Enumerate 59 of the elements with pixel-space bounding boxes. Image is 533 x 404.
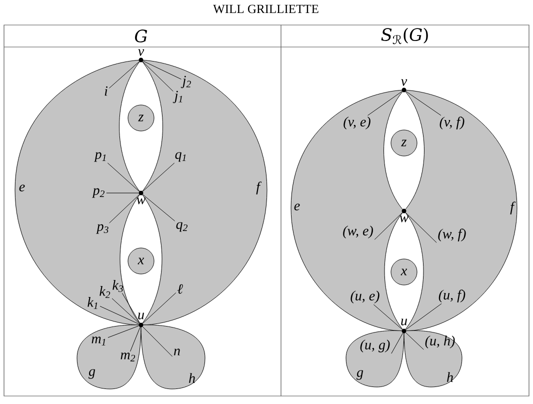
- text-label: q$_{1}$: [175, 152, 186, 162]
- line: [142, 194, 176, 222]
- node-label: w: [400, 216, 409, 222]
- text-label: i: [104, 86, 108, 96]
- line: [391, 332, 404, 354]
- line: [142, 326, 173, 357]
- text-label: k$_{1}$: [88, 297, 98, 309]
- circle-node: z: [128, 104, 154, 132]
- column-header: G: [135, 30, 148, 42]
- text-label: m$_{1}$: [92, 336, 106, 346]
- text-label: (u, g): [360, 340, 390, 352]
- circle-node: x: [128, 248, 154, 274]
- line: [130, 327, 140, 352]
- line: [107, 162, 140, 192]
- line: [142, 162, 175, 192]
- line: [142, 60, 182, 80]
- circle-node: x: [390, 258, 418, 286]
- line: [106, 192, 139, 194]
- text-label: n: [174, 348, 180, 356]
- text-label: (u, e): [350, 290, 380, 304]
- line: [142, 292, 176, 324]
- text-label: (w, f): [438, 228, 466, 242]
- line: [122, 292, 140, 324]
- line: [109, 194, 140, 224]
- text-label: q$_{2}$: [176, 222, 188, 232]
- text-label: m$_{2}$: [120, 352, 136, 362]
- running-head: WILL GRILLIETTE: [213, 4, 318, 14]
- line: [374, 212, 402, 240]
- node-label: u: [138, 312, 144, 320]
- line: [112, 298, 140, 324]
- text-label: k$_{2}$: [100, 286, 110, 298]
- line: [406, 212, 437, 243]
- text-label: k$_{3}$: [112, 280, 123, 292]
- line: [406, 303, 442, 330]
- text-label: (v, f): [440, 116, 464, 130]
- line: [142, 61, 174, 92]
- line: [108, 326, 139, 338]
- text-label: j$_{2}$: [180, 76, 191, 88]
- line: [108, 61, 140, 88]
- circle-node: z: [390, 130, 418, 156]
- text-label: (v, e): [344, 116, 370, 130]
- line: [368, 91, 402, 116]
- line: [373, 304, 402, 330]
- text-label: p$_{2}$: [92, 188, 104, 198]
- line: [406, 332, 424, 350]
- line: [406, 91, 442, 116]
- text-label: p$_{3}$: [96, 224, 108, 234]
- text-label: (w, e): [343, 226, 373, 238]
- text-label: p$_{1}$: [94, 152, 106, 162]
- text-label: ℓ: [177, 284, 183, 294]
- text-label: (u, f): [438, 290, 466, 302]
- line: [100, 306, 140, 324]
- node-label: w: [136, 198, 146, 204]
- column-header: S$_{ℛ}$(G): [381, 28, 428, 44]
- node-label: v: [138, 49, 144, 56]
- text-label: (u, h): [425, 336, 455, 348]
- node-label: v: [401, 79, 408, 86]
- node-label: u: [401, 318, 407, 326]
- text-label: j$_{1}$: [172, 90, 182, 104]
